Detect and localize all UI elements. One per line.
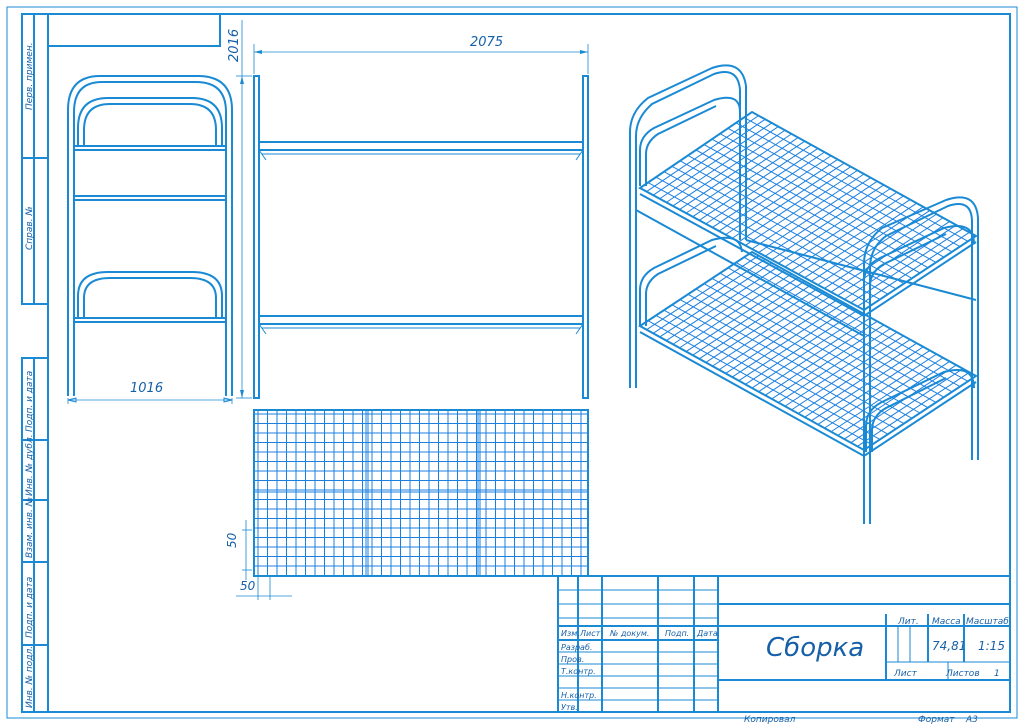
scale-value: 1:15 [978,639,1005,653]
dim-mesh-h: 50 [240,579,256,593]
drawing-title: Сборка [766,633,864,663]
stamp-col-izm: Изм. [561,629,580,638]
header-masshtab: Масштаб [966,617,1009,627]
side-label-1: Справ. № [25,206,35,250]
front-view: 1016 [67,75,233,404]
format-value: А3 [965,715,978,725]
top-left-box [48,14,221,47]
dim-width: 1016 [130,381,163,396]
stamp-col-doc: № докум. [609,629,649,638]
iso-lower-mesh [639,251,977,451]
side-strip: Перв. примен. Справ. № Подп. и дата Инв.… [21,13,49,713]
stamp-row-nkontr: Н.контр. [561,691,597,700]
sheets-count: 1 [994,669,1000,679]
plan-mesh [254,410,588,576]
iso-upper-mesh [639,111,977,311]
side-label-2: Подп. и дата [25,371,35,432]
mass-value: 74,81 [932,639,966,653]
header-lit: Лит. [897,617,919,627]
isometric-view [629,64,979,524]
stamp-row-tkontr: Т.контр. [561,667,596,676]
sheet-label: Лист [893,669,918,679]
dim-mesh-v: 50 [225,532,239,548]
side-view: 2075 2016 [227,20,589,399]
dim-height: 2016 [227,29,242,62]
stamp-row-utv: Утв. [561,703,578,712]
side-label-3: Инв. № дубл. [25,434,35,496]
plan-view: 50 50 [225,409,589,600]
outer-frame [6,6,1018,719]
stamp-col-list: Лист [579,629,601,638]
side-label-0: Перв. примен. [25,42,35,110]
sheets-label: Листов [945,669,980,679]
stamp-col-podp: Подп. [665,629,689,638]
stamp-row-razrab: Разраб. [561,643,592,652]
stamp-row-prov: Пров. [561,655,584,664]
side-label-6: Инв. № подл. [25,646,35,708]
header-massa: Масса [932,617,961,627]
title-block: Изм. Лист № докум. Подп. Дата Разраб. Пр… [557,575,1011,725]
format-label: Формат [918,715,955,725]
dim-length: 2075 [470,35,503,50]
stamp-col-data: Дата [696,629,718,638]
copied-label: Копировал [744,715,796,725]
side-label-4: Взам. инв. № [25,497,35,558]
side-label-5: Подп. и дата [25,577,35,638]
